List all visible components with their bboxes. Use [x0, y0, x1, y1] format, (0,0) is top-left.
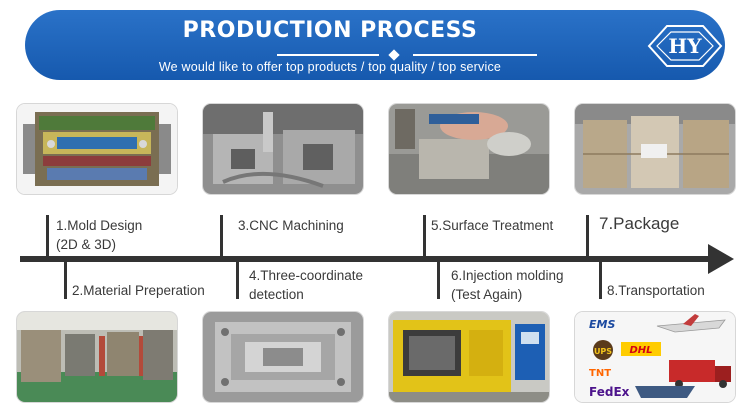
logo-text: HY: [668, 34, 702, 58]
step-1-label: 1.Mold Design (2D & 3D): [56, 216, 142, 254]
step-8-title: 8.Transportation: [607, 283, 705, 298]
step-1-title: 1.Mold Design: [56, 218, 143, 233]
photo-cnc-machining: [203, 104, 363, 194]
timeline-tick-4: [236, 259, 239, 299]
carrier-fedex: FedEx: [589, 385, 630, 399]
timeline-tick-8: [599, 259, 602, 299]
page-subtitle: We would like to offer top products / to…: [158, 60, 502, 74]
step-3-label: 3.CNC Machining: [238, 216, 344, 235]
step-7-label: 7.Package: [599, 213, 679, 235]
step-7-title: 7.Package: [599, 214, 680, 233]
photo-mold-design: [17, 104, 177, 194]
photo-transportation: EMS UPS DHL TNT FedEx: [575, 312, 735, 402]
step-6-subtitle: (Test Again): [451, 287, 523, 302]
step-2-title: 2.Material Preperation: [72, 283, 205, 298]
title-divider-left: [277, 54, 379, 56]
step-4-title: 4.Three-coordinate: [249, 268, 364, 283]
step-1-subtitle: (2D & 3D): [56, 237, 117, 252]
photo-surface-treatment: [389, 104, 549, 194]
step-6-label: 6.Injection molding (Test Again): [451, 266, 564, 304]
carrier-dhl: DHL: [629, 345, 652, 356]
process-timeline: [20, 256, 720, 262]
brand-logo: HY: [645, 20, 725, 72]
timeline-tick-7: [586, 215, 589, 259]
title-divider-right: [413, 54, 537, 56]
page-title: PRODUCTION PROCESS: [182, 18, 478, 43]
step-3-title: 3.CNC Machining: [238, 218, 344, 233]
carrier-ems: EMS: [589, 318, 615, 331]
timeline-arrowhead: [708, 244, 734, 274]
step-5-label: 5.Surface Treatment: [431, 216, 553, 235]
photo-package: [575, 104, 735, 194]
timeline-tick-1: [46, 215, 49, 259]
carrier-tnt: TNT: [589, 368, 611, 379]
timeline-tick-6: [437, 259, 440, 299]
photo-three-coordinate-detection: [203, 312, 363, 402]
carrier-ups: UPS: [594, 347, 612, 356]
photo-injection-molding: [389, 312, 549, 402]
photo-material-preparation: [17, 312, 177, 402]
step-4-label: 4.Three-coordinate detection: [249, 266, 363, 304]
step-8-label: 8.Transportation: [607, 281, 705, 300]
step-2-label: 2.Material Preperation: [72, 281, 205, 300]
step-6-title: 6.Injection molding: [451, 268, 564, 283]
timeline-tick-5: [423, 215, 426, 259]
title-divider-diamond: [388, 49, 400, 61]
header-banner: PRODUCTION PROCESS We would like to offe…: [25, 10, 725, 80]
step-5-title: 5.Surface Treatment: [431, 218, 554, 233]
timeline-tick-2: [64, 259, 67, 299]
step-4-subtitle: detection: [249, 287, 304, 302]
timeline-tick-3: [220, 215, 223, 259]
